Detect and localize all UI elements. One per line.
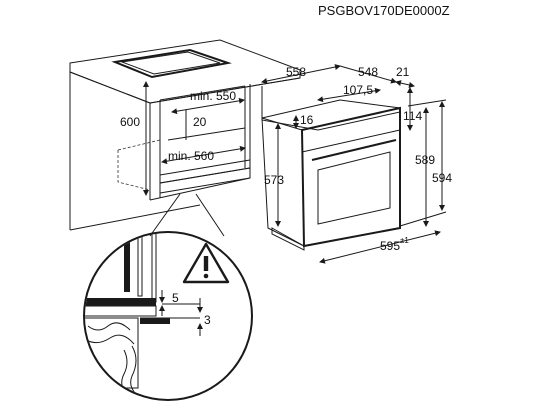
- dim-595: 595 ±1: [319, 230, 441, 264]
- detail-dim-3: 3: [204, 313, 211, 327]
- dim-600: 600: [120, 81, 149, 196]
- dim-600-label: 600: [120, 115, 140, 129]
- dim-573: 573: [264, 123, 284, 227]
- dim-595-label: 595: [380, 239, 400, 253]
- dim-548: 548: [339, 65, 397, 84]
- dim-min-550: min. 550: [171, 89, 245, 115]
- warning-triangle-icon: [182, 242, 230, 284]
- detail-magnifier: 5 3: [83, 193, 253, 401]
- dim-min-560-label: min. 560: [168, 149, 214, 163]
- dim-107-5-label: 107,5: [343, 83, 373, 97]
- model-code: PSGBOV170DE0000Z: [318, 3, 450, 18]
- dim-548-label: 548: [358, 65, 378, 79]
- dim-589-label: 589: [415, 153, 435, 167]
- hob-cutout: [111, 48, 232, 79]
- dim-107-5: 107,5: [317, 83, 381, 103]
- dim-21: 21: [395, 65, 415, 88]
- detail-dim-5: 5: [172, 291, 179, 305]
- dim-594-label: 594: [432, 171, 452, 185]
- dim-min-560: min. 560: [161, 145, 246, 165]
- dim-min-550-label: min. 550: [190, 89, 236, 103]
- dim-16-label: 16: [300, 113, 314, 127]
- dim-114-label: 114: [403, 109, 422, 123]
- dim-594: 594: [399, 99, 452, 227]
- dim-114: 114: [403, 87, 422, 131]
- dim-20: 20: [185, 110, 207, 140]
- dim-16: 16: [293, 113, 314, 129]
- dim-589: 589: [415, 107, 435, 227]
- dim-20-label: 20: [193, 115, 207, 129]
- dim-21-label: 21: [396, 65, 410, 79]
- dim-558-label: 558: [286, 65, 306, 79]
- dim-595-tolerance: ±1: [400, 236, 409, 245]
- dim-558: 558: [261, 64, 341, 118]
- dim-573-label: 573: [264, 173, 284, 187]
- oven-unit: [261, 99, 401, 251]
- kitchen-cabinet: [69, 39, 301, 231]
